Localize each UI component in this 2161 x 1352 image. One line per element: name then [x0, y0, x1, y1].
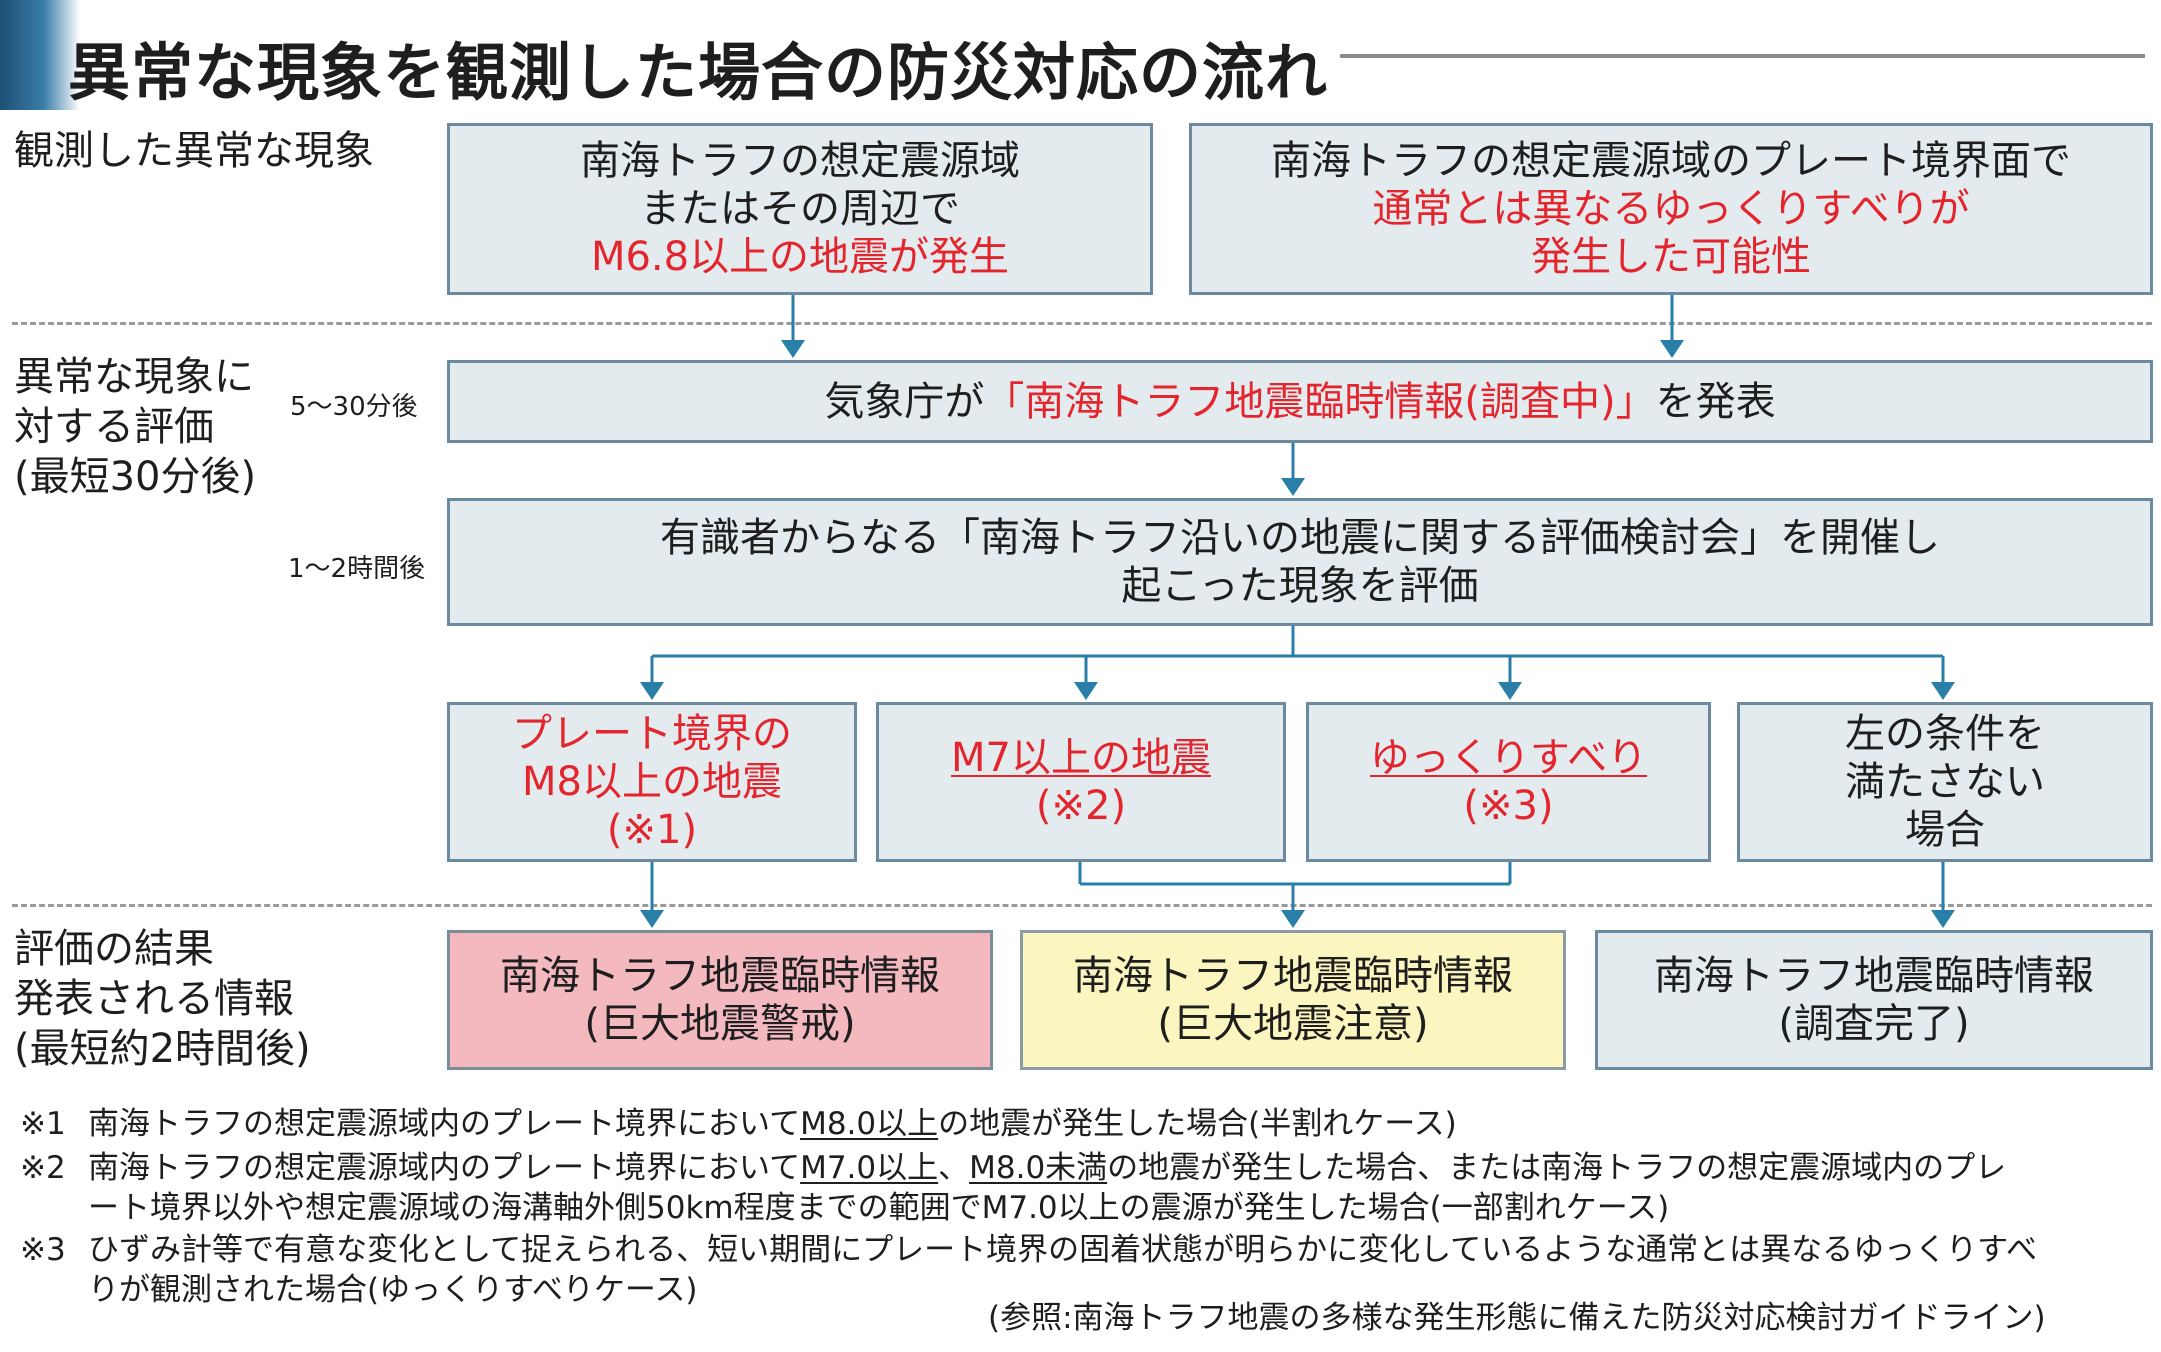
box-line: またはその周辺で	[640, 186, 960, 232]
arrow-head	[1660, 340, 1684, 358]
arrow-head	[781, 340, 805, 358]
footnote-2: ※2 南海トラフの想定震源域内のプレート境界においてM7.0以上、M8.0未満の地…	[20, 1148, 2006, 1228]
observed-box-earthquake: 南海トラフの想定震源域 またはその周辺で M6.8以上の地震が発生	[447, 123, 1153, 295]
footnote-3: ※3 ひずみ計等で有意な変化として捉えられる、短い期間にプレート境界の固着状態が明…	[20, 1230, 2037, 1310]
footnote-number: ※1	[20, 1106, 66, 1142]
footnote-underlined: M8.0以上	[800, 1106, 939, 1142]
reference-note: (参照:南海トラフ地震の多様な発生形態に備えた防災対応検討ガイドライン)	[988, 1300, 2046, 1336]
box-line: 南海トラフ地震臨時情報	[1654, 953, 2094, 999]
arrow-head	[640, 910, 664, 928]
title-band	[0, 0, 80, 110]
box-line: 有識者からなる「南海トラフ沿いの地震に関する評価検討会」を開催し	[660, 515, 1940, 561]
result-box-completed: 南海トラフ地震臨時情報 (調査完了)	[1595, 930, 2153, 1070]
time-label-announce: 5～30分後	[290, 392, 418, 422]
arrow-head	[1498, 682, 1522, 700]
box-line: 南海トラフ地震臨時情報	[1073, 953, 1513, 999]
box-line-emphasis: 発生した可能性	[1531, 234, 1811, 280]
box-line: 場合	[1905, 807, 1985, 853]
section-separator	[12, 904, 2152, 907]
arrow-head	[1931, 910, 1955, 928]
box-line-emphasis: (※1)	[606, 807, 698, 853]
footnote-text: ート境界以外や想定震源域の海溝軸外側50km程度までの範囲でM7.0以上の震源が…	[88, 1190, 1670, 1226]
case-box-m7: M7以上の地震 (※2)	[876, 702, 1286, 862]
time-label-council: 1～2時間後	[288, 554, 426, 584]
footnote-underlined: M8.0未満	[969, 1150, 1108, 1186]
footnote-text: りが観測された場合(ゆっくりすべりケース)	[88, 1272, 698, 1308]
section-label-line: 異常な現象に	[14, 354, 254, 400]
box-line-emphasis: M6.8以上の地震が発生	[590, 234, 1010, 280]
box-line: 南海トラフの想定震源域	[580, 138, 1020, 184]
box-line-emphasis: M8以上の地震	[522, 759, 782, 805]
box-line-emphasis: M7以上の地震	[951, 735, 1211, 781]
result-box-advisory: 南海トラフ地震臨時情報 (巨大地震注意)	[1020, 930, 1566, 1070]
box-line: 南海トラフの想定震源域のプレート境界面で	[1271, 138, 2071, 184]
section-label-line: (最短30分後)	[14, 454, 257, 500]
council-box: 有識者からなる「南海トラフ沿いの地震に関する評価検討会」を開催し 起こった現象を…	[447, 498, 2153, 626]
box-line-emphasis: ゆっくりすべり	[1369, 735, 1648, 781]
announce-emphasis: 「南海トラフ地震臨時情報(調査中)」	[984, 378, 1656, 425]
section-label-line: 対する評価	[14, 404, 214, 450]
case-box-m8: プレート境界の M8以上の地震 (※1)	[447, 702, 857, 862]
section-label-observed: 観測した異常な現象	[14, 128, 374, 174]
box-line: 南海トラフ地震臨時情報	[500, 953, 940, 999]
section-label-line: (最短約2時間後)	[14, 1026, 311, 1072]
box-line: 起こった現象を評価	[1121, 563, 1479, 609]
box-line: (調査完了)	[1778, 1001, 1970, 1047]
announcement-box: 気象庁が「南海トラフ地震臨時情報(調査中)」を発表	[447, 360, 2153, 443]
footnote-number: ※2	[20, 1150, 66, 1186]
section-separator	[12, 322, 2152, 325]
box-line: (巨大地震警戒)	[584, 1001, 856, 1047]
announce-pre: 気象庁が	[824, 378, 985, 425]
footnote-1: ※1 南海トラフの想定震源域内のプレート境界においてM8.0以上の地震が発生した場…	[20, 1104, 1457, 1144]
box-line: 満たさない	[1845, 759, 2045, 805]
case-box-none: 左の条件を 満たさない 場合	[1737, 702, 2153, 862]
section-label-evaluation: 異常な現象に 対する評価 (最短30分後)	[14, 352, 256, 502]
footnote-text: 南海トラフの想定震源域内のプレート境界において	[88, 1106, 801, 1142]
arrow-head	[640, 682, 664, 700]
box-line: 左の条件を	[1845, 711, 2045, 757]
section-label-line: 発表される情報	[14, 976, 294, 1022]
observed-box-slow-slip: 南海トラフの想定震源域のプレート境界面で 通常とは異なるゆっくりすべりが 発生し…	[1189, 123, 2153, 295]
arrow-head	[1281, 910, 1305, 928]
footnote-underlined: M7.0以上	[800, 1150, 939, 1186]
footnote-text: の地震が発生した場合、または南海トラフの想定震源域内のプレ	[1107, 1150, 2007, 1186]
arrow-head	[1281, 478, 1305, 496]
box-line-emphasis: (※3)	[1463, 783, 1554, 829]
section-label-result: 評価の結果 発表される情報 (最短約2時間後)	[14, 924, 311, 1074]
footnote-number: ※3	[20, 1232, 66, 1268]
case-box-slow-slip: ゆっくりすべり (※3)	[1306, 702, 1711, 862]
box-line-emphasis: プレート境界の	[512, 711, 792, 757]
box-line: (巨大地震注意)	[1157, 1001, 1429, 1047]
arrow-head	[1074, 682, 1098, 700]
footnote-text: ひずみ計等で有意な変化として捉えられる、短い期間にプレート境界の固着状態が明らか…	[88, 1232, 2037, 1268]
box-line-emphasis: 通常とは異なるゆっくりすべりが	[1372, 186, 1970, 232]
footnote-text: の地震が発生した場合(半割れケース)	[938, 1106, 1457, 1142]
box-line-emphasis: (※2)	[1035, 783, 1127, 829]
section-label-line: 評価の結果	[14, 926, 214, 972]
page-title: 異常な現象を観測した場合の防災対応の流れ	[68, 36, 1329, 109]
footnote-text: 南海トラフの想定震源域内のプレート境界において	[88, 1150, 801, 1186]
footnote-text: 、	[938, 1150, 970, 1186]
result-box-warning: 南海トラフ地震臨時情報 (巨大地震警戒)	[447, 930, 993, 1070]
announce-post: を発表	[1655, 378, 1776, 425]
title-rule	[1340, 54, 2145, 58]
arrow-head	[1931, 682, 1955, 700]
